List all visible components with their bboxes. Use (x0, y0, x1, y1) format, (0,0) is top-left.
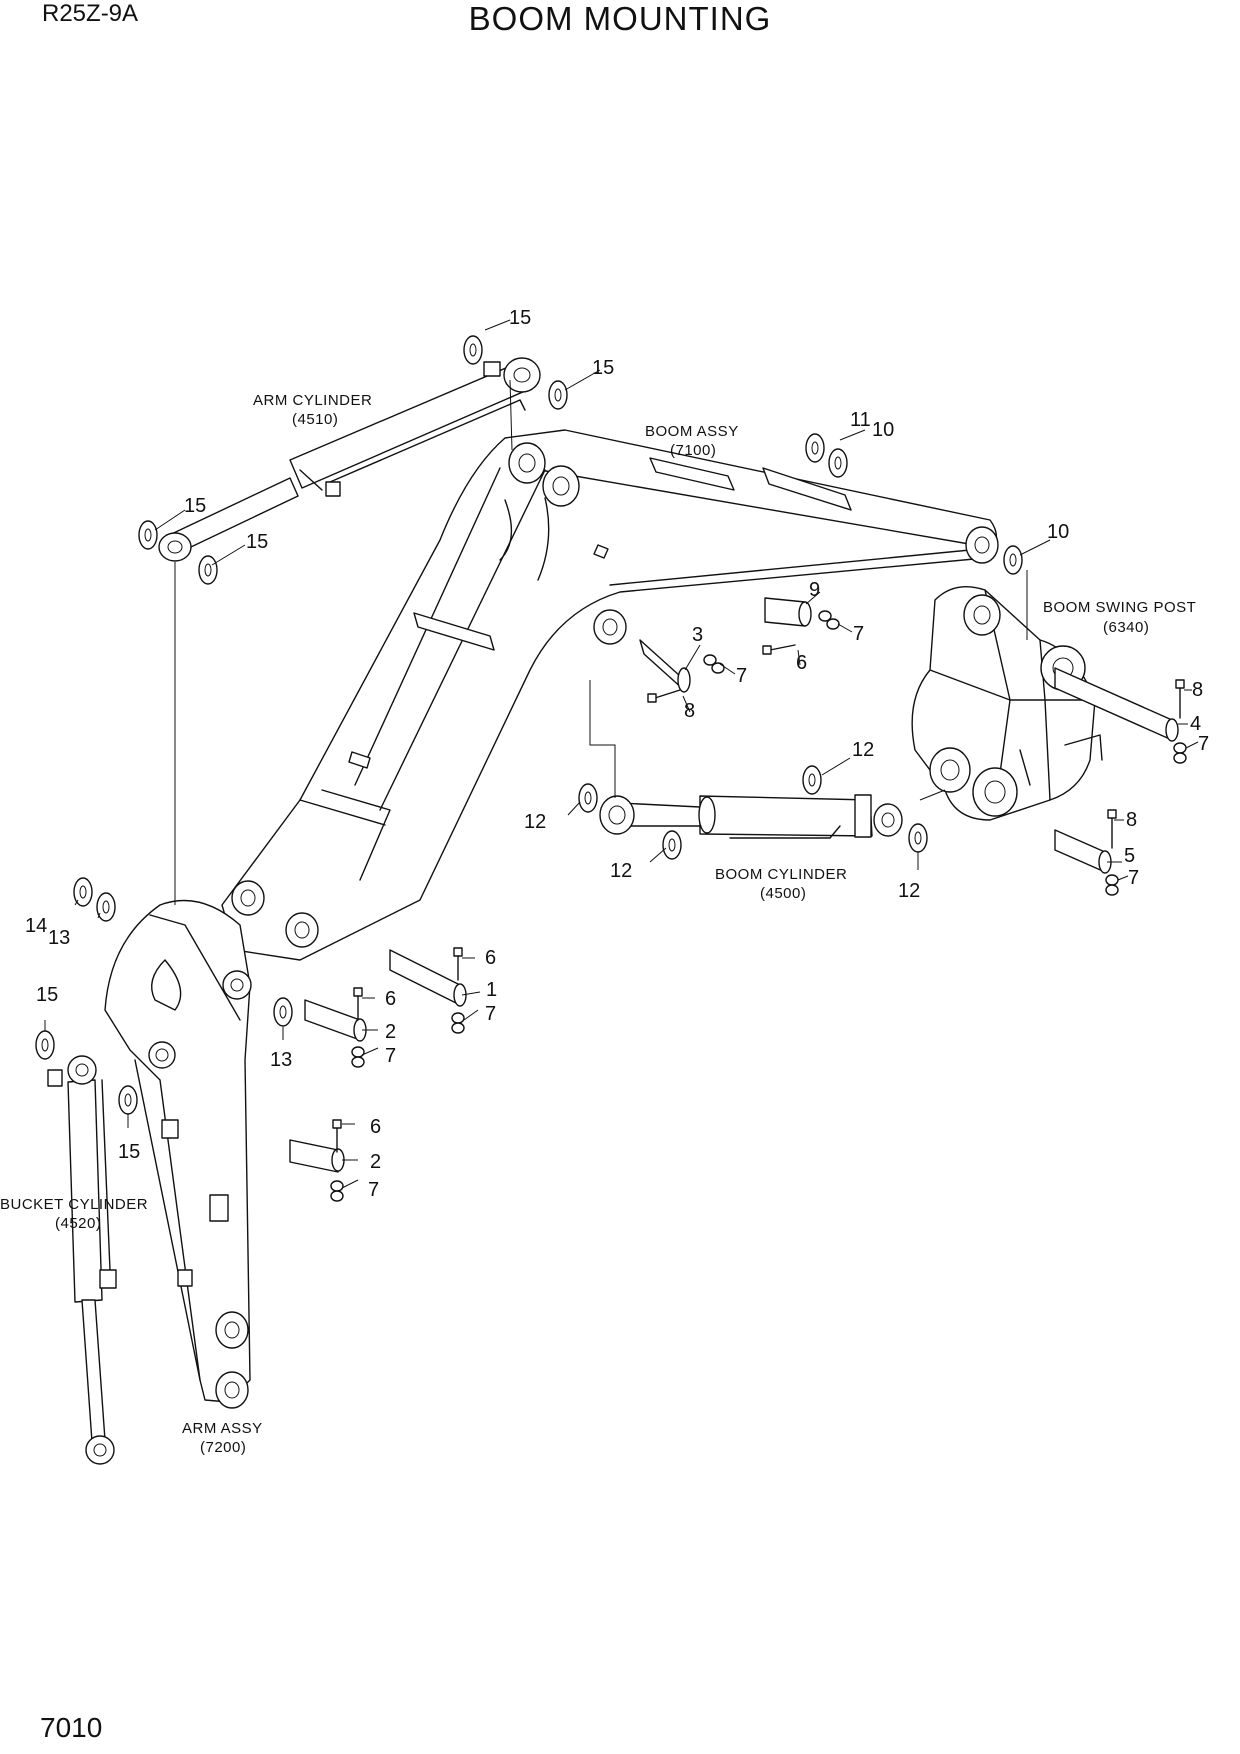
callout-number: 7 (368, 1179, 379, 1201)
arm-assy-code: (7200) (200, 1439, 246, 1456)
callout-number: 1 (486, 979, 497, 1001)
callout-number: 8 (684, 700, 695, 722)
callout-number: 7 (1128, 867, 1139, 889)
callout-number: 6 (485, 947, 496, 969)
callout-number: 10 (1047, 521, 1069, 543)
boom-swing-post-drawing (911, 586, 1103, 821)
callout-number: 12 (610, 860, 632, 882)
callout-number: 6 (385, 988, 396, 1010)
callout-number: 10 (872, 419, 894, 441)
callout-number: 12 (524, 811, 546, 833)
arm-cylinder-drawing (158, 357, 541, 562)
callout-number: 15 (246, 531, 268, 553)
callout-number: 13 (270, 1049, 292, 1071)
bucket-cylinder-code: (4520) (55, 1215, 101, 1232)
callout-number: 7 (736, 665, 747, 687)
arm-assy-drawing (104, 899, 252, 1409)
callout-number: 7 (853, 623, 864, 645)
assembly-captions: ARM CYLINDER (4510) BOOM ASSY (7100) BOO… (0, 392, 1196, 1456)
callout-number: 15 (592, 357, 614, 379)
page-title: BOOM MOUNTING (468, 0, 772, 37)
callout-number: 7 (1198, 733, 1209, 755)
arm-cylinder-caption: ARM CYLINDER (253, 392, 372, 409)
loose-parts (35, 335, 1187, 1202)
callout-number: 4 (1190, 713, 1201, 735)
callout-number: 5 (1124, 845, 1135, 867)
callout-number: 8 (1192, 679, 1203, 701)
callout-number: 11 (850, 409, 871, 431)
model-number: R25Z-9A (42, 0, 139, 27)
callout-number: 8 (1126, 809, 1137, 831)
boom-cylinder-caption: BOOM CYLINDER (715, 866, 847, 883)
boom-assy-code: (7100) (670, 442, 716, 459)
boom-cylinder-drawing (599, 794, 903, 839)
callout-number: 14 (25, 915, 47, 937)
callout-number: 12 (852, 739, 874, 761)
callout-number: 13 (48, 927, 70, 949)
bucket-cylinder-drawing (47, 1055, 117, 1465)
boom-assy-drawing (221, 429, 999, 961)
callout-number: 6 (796, 652, 807, 674)
boom-assy-caption: BOOM ASSY (645, 423, 739, 440)
arm-assy-caption: ARM ASSY (182, 1420, 263, 1437)
callout-number: 15 (118, 1141, 140, 1163)
boom-cylinder-code: (4500) (760, 885, 806, 902)
callout-number: 15 (184, 495, 206, 517)
callout-number: 15 (36, 984, 58, 1006)
callout-number: 12 (898, 880, 920, 902)
callout-number: 2 (370, 1151, 381, 1173)
callout-number: 3 (692, 624, 703, 646)
boom-swing-post-code: (6340) (1103, 619, 1149, 636)
callout-number: 9 (809, 579, 820, 601)
leader-lines (44, 319, 1199, 1189)
callout-numbers: 15 15 15 15 11 10 10 9 7 3 7 6 8 8 4 7 1… (25, 307, 1209, 1201)
callout-number: 7 (385, 1045, 396, 1067)
callout-number: 2 (385, 1021, 396, 1043)
callout-number: 6 (370, 1116, 381, 1138)
callout-number: 7 (485, 1003, 496, 1025)
arm-cylinder-code: (4510) (292, 411, 338, 428)
bucket-cylinder-caption: BUCKET CYLINDER (0, 1196, 148, 1213)
page-number: 7010 (40, 1712, 103, 1743)
boom-swing-post-caption: BOOM SWING POST (1043, 599, 1196, 616)
callout-number: 15 (509, 307, 531, 329)
